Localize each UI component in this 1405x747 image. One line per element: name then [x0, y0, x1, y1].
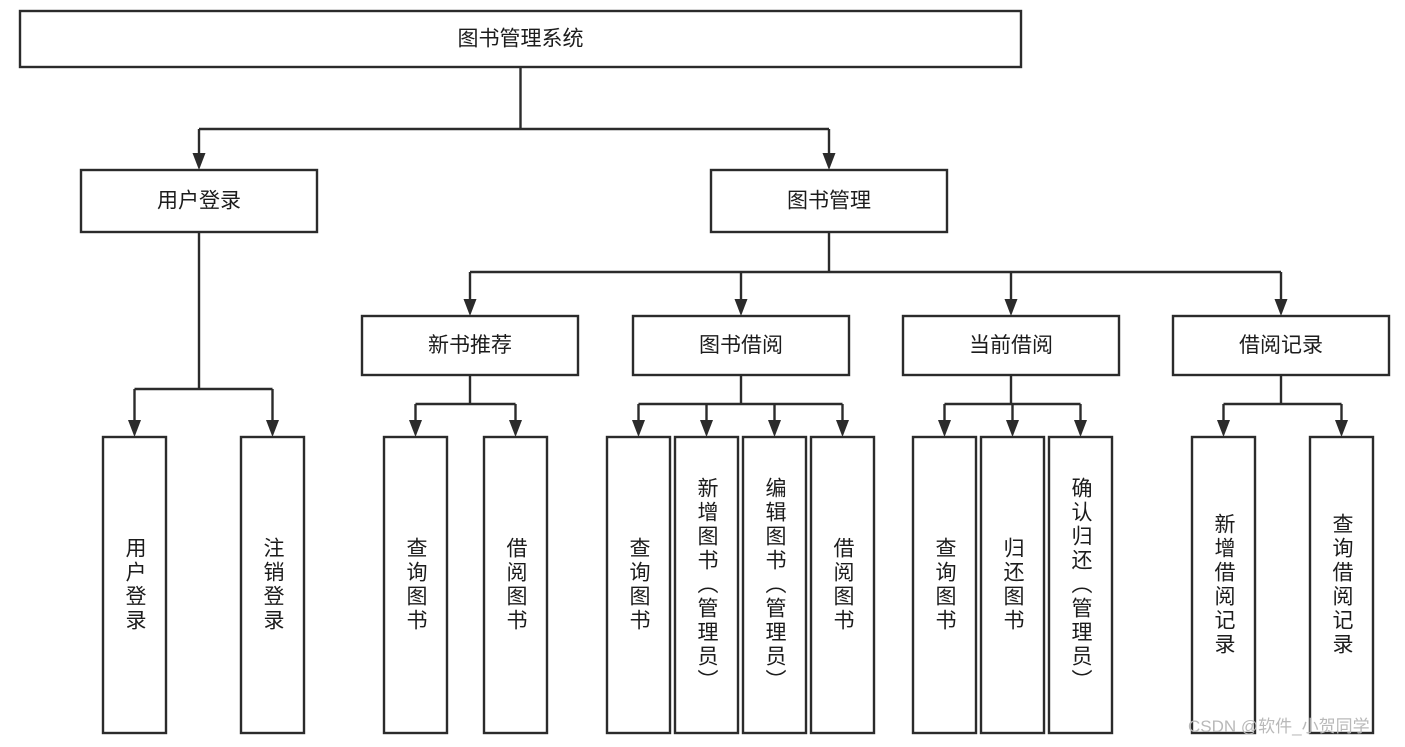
node-box-leaf-user-login: [101, 435, 168, 735]
node-box-leaf-return-book: [979, 435, 1046, 735]
node-leaf-query-borrow-record[interactable]: 查询借阅记录: [1308, 435, 1375, 735]
node-leaf-return-book[interactable]: 归还图书: [979, 435, 1046, 735]
node-label-leaf-query-book-recommend: 查询图书: [404, 537, 428, 633]
node-root[interactable]: 图书管理系统: [18, 9, 1023, 69]
arrow-head-leaf-query-book-borrow: [632, 420, 645, 437]
node-label-new-book-recommend: 新书推荐: [428, 334, 512, 357]
arrow-head-leaf-return-book: [1006, 420, 1019, 437]
node-layer: 图书管理系统用户登录图书管理新书推荐图书借阅当前借阅借阅记录用户登录注销登录查询…: [18, 9, 1391, 735]
node-box-leaf-query-book-current: [911, 435, 978, 735]
node-user-login[interactable]: 用户登录: [79, 168, 319, 234]
arrow-head-leaf-query-book-current: [938, 420, 951, 437]
node-box-leaf-add-borrow-record: [1190, 435, 1257, 735]
node-label-leaf-add-book: 新增图书（管理员）: [695, 477, 719, 693]
node-label-current-borrow: 当前借阅: [969, 334, 1053, 357]
node-label-borrow-record: 借阅记录: [1239, 334, 1323, 357]
connector-layer: [128, 67, 1348, 437]
arrow-head-user-login: [192, 153, 206, 170]
node-leaf-query-book-current[interactable]: 查询图书: [911, 435, 978, 735]
node-label-leaf-user-login: 用户登录: [123, 537, 147, 633]
arrow-head-new-book-recommend: [463, 299, 477, 316]
node-label-leaf-user-logout: 注销登录: [261, 537, 285, 633]
node-book-borrow[interactable]: 图书借阅: [631, 314, 851, 377]
arrow-head-leaf-user-login: [128, 420, 141, 437]
arrow-head-leaf-borrow-book-recommend: [509, 420, 522, 437]
node-label-leaf-query-book-current: 查询图书: [933, 537, 957, 633]
node-leaf-user-logout[interactable]: 注销登录: [239, 435, 306, 735]
arrow-head-leaf-query-borrow-record: [1335, 420, 1348, 437]
arrow-head-leaf-add-borrow-record: [1217, 420, 1230, 437]
node-borrow-record[interactable]: 借阅记录: [1171, 314, 1391, 377]
arrow-head-leaf-user-logout: [266, 420, 279, 437]
arrow-head-book-borrow: [734, 299, 748, 316]
node-label-book-borrow: 图书借阅: [699, 334, 783, 357]
node-label-root: 图书管理系统: [458, 28, 584, 51]
arrow-head-leaf-query-book-recommend: [409, 420, 422, 437]
node-box-current-borrow: [901, 314, 1121, 377]
node-box-root: [18, 9, 1023, 69]
node-new-book-recommend[interactable]: 新书推荐: [360, 314, 580, 377]
node-label-leaf-return-book: 归还图书: [1001, 537, 1025, 633]
node-leaf-borrow-book[interactable]: 借阅图书: [809, 435, 876, 735]
arrow-head-leaf-add-book: [700, 420, 713, 437]
node-box-borrow-record: [1171, 314, 1391, 377]
node-box-new-book-recommend: [360, 314, 580, 377]
node-leaf-user-login[interactable]: 用户登录: [101, 435, 168, 735]
node-leaf-add-book[interactable]: 新增图书（管理员）: [673, 435, 740, 735]
arrow-head-borrow-record: [1274, 299, 1288, 316]
node-box-leaf-add-book: [673, 435, 740, 735]
arrow-head-leaf-confirm-return: [1074, 420, 1087, 437]
node-label-leaf-query-book-borrow: 查询图书: [627, 537, 651, 633]
node-leaf-query-book-recommend[interactable]: 查询图书: [382, 435, 449, 735]
arrow-head-book-manage: [822, 153, 836, 170]
node-box-user-login: [79, 168, 319, 234]
node-label-leaf-borrow-book: 借阅图书: [831, 537, 855, 633]
node-current-borrow[interactable]: 当前借阅: [901, 314, 1121, 377]
node-label-book-manage: 图书管理: [787, 190, 871, 213]
node-box-leaf-confirm-return: [1047, 435, 1114, 735]
node-box-leaf-user-logout: [239, 435, 306, 735]
node-label-leaf-confirm-return: 确认归还（管理员）: [1069, 477, 1093, 693]
arrow-head-leaf-borrow-book: [836, 420, 849, 437]
node-book-manage[interactable]: 图书管理: [709, 168, 949, 234]
node-leaf-query-book-borrow[interactable]: 查询图书: [605, 435, 672, 735]
node-label-leaf-add-borrow-record: 新增借阅记录: [1212, 513, 1236, 657]
node-box-book-manage: [709, 168, 949, 234]
arrow-head-current-borrow: [1004, 299, 1018, 316]
node-box-leaf-borrow-book-recommend: [482, 435, 549, 735]
node-box-leaf-query-book-recommend: [382, 435, 449, 735]
node-label-leaf-edit-book: 编辑图书（管理员）: [763, 477, 787, 693]
node-leaf-borrow-book-recommend[interactable]: 借阅图书: [482, 435, 549, 735]
node-box-leaf-borrow-book: [809, 435, 876, 735]
arrow-head-leaf-edit-book: [768, 420, 781, 437]
node-label-user-login: 用户登录: [157, 190, 241, 213]
node-leaf-confirm-return[interactable]: 确认归还（管理员）: [1047, 435, 1114, 735]
node-label-leaf-borrow-book-recommend: 借阅图书: [504, 537, 528, 633]
node-label-leaf-query-borrow-record: 查询借阅记录: [1330, 513, 1354, 657]
node-box-book-borrow: [631, 314, 851, 377]
node-box-leaf-query-book-borrow: [605, 435, 672, 735]
node-leaf-edit-book[interactable]: 编辑图书（管理员）: [741, 435, 808, 735]
node-box-leaf-query-borrow-record: [1308, 435, 1375, 735]
node-box-leaf-edit-book: [741, 435, 808, 735]
node-leaf-add-borrow-record[interactable]: 新增借阅记录: [1190, 435, 1257, 735]
